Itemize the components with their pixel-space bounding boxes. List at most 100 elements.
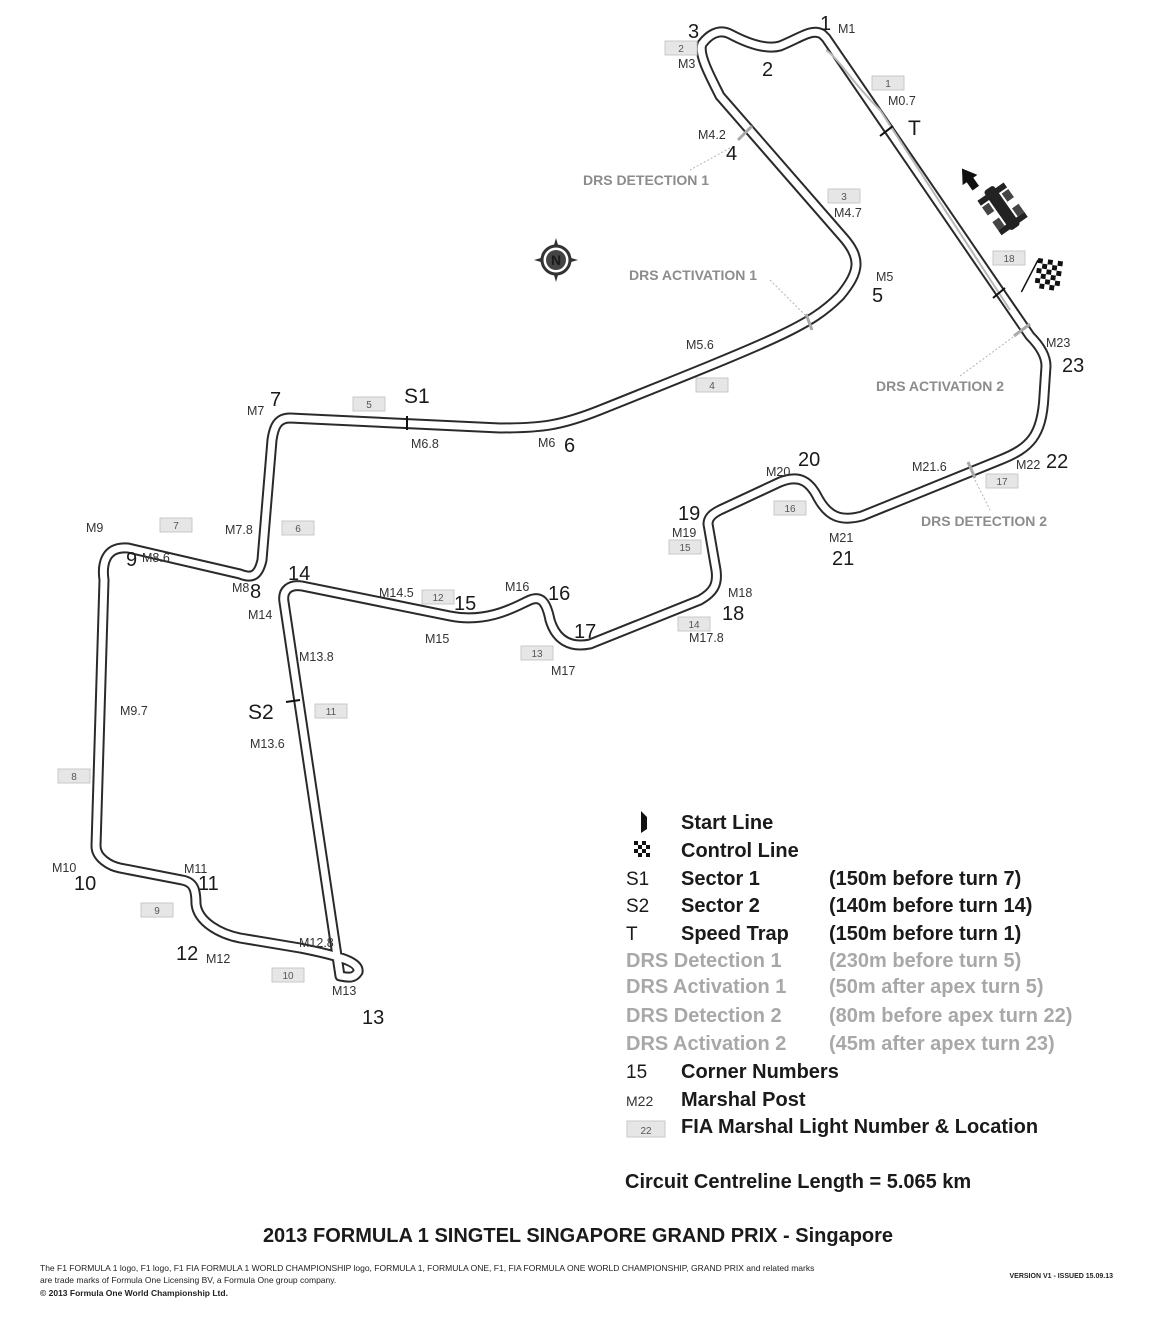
marshal-post-label: M14 bbox=[248, 608, 272, 622]
legend-symbol: S1 bbox=[626, 869, 649, 890]
light-box bbox=[421, 589, 455, 605]
marshal-post-label: M17 bbox=[551, 664, 575, 678]
corner-number: 21 bbox=[832, 548, 854, 570]
light-box bbox=[664, 40, 698, 56]
light-number: 5 bbox=[366, 400, 372, 411]
legend-desc: (45m after apex turn 23) bbox=[829, 1033, 1055, 1055]
marshal-post-label: M9.7 bbox=[120, 704, 148, 718]
drs-detection-2-label: DRS DETECTION 2 bbox=[921, 513, 1047, 529]
marshal-post-label: M15 bbox=[425, 632, 449, 646]
marshal-post-label: M7 bbox=[247, 404, 264, 418]
light-number: 4 bbox=[709, 381, 715, 392]
legend-symbol: 15 bbox=[626, 1062, 647, 1083]
marshal-post-label: M19 bbox=[672, 526, 696, 540]
light-number: 14 bbox=[688, 620, 700, 631]
light-box bbox=[773, 500, 807, 516]
light-box bbox=[992, 250, 1026, 266]
marshal-post-label: M13.6 bbox=[250, 737, 285, 751]
corner-number: 19 bbox=[678, 503, 700, 525]
marshal-post-label: M4.7 bbox=[834, 206, 862, 220]
corner-number: 12 bbox=[176, 943, 198, 965]
sector2-marker: S2 bbox=[248, 701, 274, 724]
marshal-post-label: M21.6 bbox=[912, 460, 947, 474]
corner-number: 11 bbox=[198, 873, 219, 895]
marshal-post-label: M0.7 bbox=[888, 94, 916, 108]
marshal-post-label: M6 bbox=[538, 436, 555, 450]
footer-line-2: are trade marks of Formula One Licensing… bbox=[40, 1275, 336, 1285]
f1-car-icon bbox=[977, 182, 1028, 236]
corner-number: 14 bbox=[288, 563, 310, 585]
marshal-post-label: M5.6 bbox=[686, 338, 714, 352]
marshal-post-label: M13 bbox=[332, 984, 356, 998]
corner-number: 20 bbox=[798, 449, 820, 471]
light-number: 1 bbox=[885, 79, 891, 90]
light-number: 15 bbox=[679, 543, 691, 554]
light-number: 11 bbox=[326, 707, 337, 718]
track-markers bbox=[285, 124, 1031, 703]
legend-light-box bbox=[626, 1120, 666, 1138]
corner-number: 17 bbox=[574, 621, 596, 643]
legend-checkered-flag-icon bbox=[634, 841, 650, 857]
marshal-post-label: M18 bbox=[728, 586, 752, 600]
legend-name: DRS Activation 2 bbox=[626, 1033, 786, 1055]
compass-icon: N bbox=[534, 238, 578, 282]
corner-number: 2 bbox=[762, 59, 773, 81]
marshal-posts: M1M3M0.7M4.2M4.7M5M5.6M6M6.8M7M7.8M8M8.6… bbox=[52, 22, 1070, 998]
light-number: 2 bbox=[678, 44, 684, 55]
marshal-post-label: M10 bbox=[52, 861, 76, 875]
light-number: 12 bbox=[432, 593, 444, 604]
page-title: 2013 FORMULA 1 SINGTEL SINGAPORE GRAND P… bbox=[263, 1225, 893, 1247]
legend-name: Speed Trap bbox=[681, 923, 789, 945]
track bbox=[90, 26, 1052, 983]
marshal-post-label: M4.2 bbox=[698, 128, 726, 142]
start-line-icon bbox=[961, 168, 980, 191]
sector1-marker: S1 bbox=[404, 385, 430, 408]
corner-number: 4 bbox=[726, 143, 737, 165]
marshal-post-label: M6.8 bbox=[411, 437, 439, 451]
version-label: VERSION V1 - ISSUED 15.09.13 bbox=[1010, 1273, 1114, 1280]
marshal-post-label: M14.5 bbox=[379, 586, 414, 600]
drs-activation-2-label: DRS ACTIVATION 2 bbox=[876, 378, 1004, 394]
light-box bbox=[314, 703, 348, 719]
legend-name: Sector 2 bbox=[681, 895, 760, 917]
legend-symbol: 22 bbox=[640, 1126, 652, 1137]
light-box bbox=[677, 616, 711, 632]
legend-symbol: S2 bbox=[626, 896, 649, 917]
legend-name: Sector 1 bbox=[681, 868, 760, 890]
legend-symbol: T bbox=[626, 924, 638, 945]
light-number: 18 bbox=[1003, 254, 1015, 265]
corner-number: 13 bbox=[362, 1007, 384, 1029]
light-box bbox=[281, 520, 315, 536]
compass-letter: N bbox=[551, 252, 561, 268]
legend-name: Corner Numbers bbox=[681, 1061, 839, 1083]
marshal-post-label: M8.6 bbox=[142, 551, 170, 565]
legend-name: DRS Detection 1 bbox=[626, 950, 782, 972]
light-box bbox=[695, 377, 729, 393]
marshal-post-label: M1 bbox=[838, 22, 855, 36]
marshal-post-label: M3 bbox=[678, 57, 695, 71]
legend-desc: (150m before turn 1) bbox=[829, 923, 1021, 945]
light-number: 6 bbox=[295, 524, 301, 535]
marshal-post-label: M23 bbox=[1046, 336, 1070, 350]
light-number: 8 bbox=[71, 772, 77, 783]
legend-desc: (80m before apex turn 22) bbox=[829, 1005, 1072, 1027]
footer-line-1: The F1 FORMULA 1 logo, F1 logo, F1 FIA F… bbox=[40, 1263, 814, 1273]
light-number: 3 bbox=[841, 192, 847, 203]
corner-number: 10 bbox=[74, 873, 96, 895]
marshal-post-label: M12.8 bbox=[299, 936, 334, 950]
legend-desc: (150m before turn 7) bbox=[829, 868, 1021, 890]
legend-symbol: M22 bbox=[626, 1093, 653, 1109]
legend-name: DRS Activation 1 bbox=[626, 976, 786, 998]
corner-number: 5 bbox=[872, 285, 883, 307]
corner-number: 22 bbox=[1046, 451, 1068, 473]
circuit-length-label: Circuit Centreline Length = 5.065 km bbox=[625, 1171, 971, 1193]
light-box bbox=[871, 75, 905, 91]
legend-name: DRS Detection 2 bbox=[626, 1005, 782, 1027]
light-box bbox=[271, 967, 305, 983]
light-number: 7 bbox=[173, 521, 179, 532]
marshal-post-label: M12 bbox=[206, 952, 230, 966]
corner-number: 8 bbox=[250, 581, 261, 603]
corner-number: 7 bbox=[270, 389, 281, 411]
